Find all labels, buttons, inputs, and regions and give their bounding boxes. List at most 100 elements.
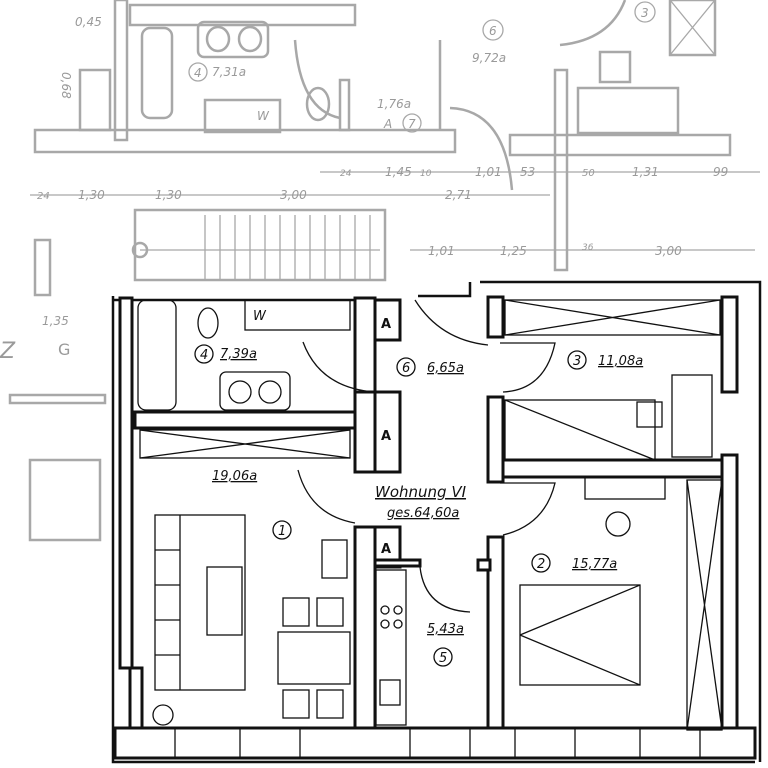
cabinet-icon: [321, 539, 348, 579]
wall: [128, 666, 144, 730]
bed-icon: [576, 86, 680, 135]
svg-text:1,30: 1,30: [155, 188, 182, 202]
svg-text:36: 36: [582, 243, 594, 253]
room-number-circle: [396, 357, 416, 377]
apartment-labels: A A A W 4 7,39a 6 6,65a 3 11,08a 19,06a …: [194, 309, 643, 667]
basin-icon: [205, 25, 231, 53]
svg-text:1,31: 1,31: [632, 165, 659, 179]
stair-treads: [204, 215, 371, 280]
coffee-table-icon: [206, 566, 243, 636]
wardrobe-cross: [139, 429, 351, 459]
stove-icon: [380, 605, 403, 629]
dimensions-row1: 24 1,45 10 1,01 53 50 1,31 99: [340, 165, 728, 179]
washer-label: W: [257, 109, 270, 123]
chair-icon: [636, 401, 663, 428]
room-number: 2: [537, 557, 545, 572]
apartment-doors: [297, 299, 556, 613]
exterior-wall: [113, 726, 757, 760]
upper-floor-labels: 4 7,31a 6 9,72a 1,76a A 7 3 W 24 1,45 10…: [0, 1, 728, 364]
wall: [501, 458, 727, 479]
room-area: 7,39a: [220, 347, 257, 362]
washer-label: W: [253, 309, 267, 324]
svg-text:3,00: 3,00: [280, 188, 307, 202]
room-number-circle: [433, 647, 453, 667]
bathtub-icon: [140, 26, 174, 120]
desk-icon: [671, 374, 713, 458]
door-swing: [414, 299, 489, 346]
upper-wall: [128, 3, 357, 27]
wall: [133, 410, 382, 430]
svg-text:50: 50: [582, 168, 595, 179]
chair-icon: [282, 689, 310, 719]
chair-icon: [316, 597, 344, 627]
wall: [353, 390, 377, 474]
svg-text:1,30: 1,30: [78, 188, 105, 202]
side-wall: [8, 393, 107, 405]
dimension-label: 0,68: [59, 72, 73, 99]
room-area: 11,08a: [598, 354, 643, 369]
sofa-cushions: [155, 515, 181, 690]
upper-wall: [508, 133, 732, 157]
room-number-circle: [567, 350, 587, 370]
upper-floor-plan: [8, 0, 760, 542]
room-number-circle: [634, 1, 656, 23]
room-number: 5: [439, 651, 447, 666]
svg-text:99: 99: [713, 165, 728, 179]
washer-counter: [244, 299, 351, 331]
room-area: 19,06a: [212, 469, 257, 484]
room-number-circle: [194, 344, 214, 364]
door-swing: [419, 566, 471, 613]
basin-icon: [258, 380, 282, 404]
sink-icon: [196, 20, 270, 59]
door-swing: [293, 39, 341, 120]
room-number: 3: [573, 354, 581, 369]
room-number: 6: [402, 361, 410, 376]
sofa-icon: [154, 514, 246, 691]
bed-diagonal: [519, 584, 641, 686]
svg-text:2,71: 2,71: [445, 188, 472, 202]
room-number-circle: [482, 19, 504, 41]
stool-icon: [605, 511, 631, 537]
dimensions-row2: 24 1,30 1,30 3,00 2,71: [37, 188, 472, 202]
closet-label: A: [381, 317, 391, 332]
room-number: 4: [200, 348, 208, 363]
room-area: 1,76a: [377, 97, 411, 111]
side-furniture: [28, 458, 102, 542]
upper-wall: [33, 128, 457, 154]
door-swing: [302, 341, 376, 393]
wardrobe-cross: [669, 0, 716, 56]
door-swing: [559, 0, 627, 47]
svg-text:24: 24: [340, 169, 352, 179]
furniture: [137, 299, 723, 731]
svg-text:1,25: 1,25: [500, 244, 527, 258]
dining-table-icon: [277, 631, 351, 685]
dimensions-row3: 1,01 1,25 36 3,00: [428, 243, 682, 258]
wardrobe-icon: [139, 429, 351, 459]
toilet-icon: [197, 307, 219, 339]
wardrobe-icon: [686, 479, 723, 731]
room-number: 7: [408, 117, 416, 131]
svg-text:10: 10: [420, 169, 432, 179]
staircase: [133, 208, 387, 282]
room-number-circle: [188, 62, 208, 82]
toilet-icon: [305, 86, 331, 122]
bathtub-icon: [137, 299, 177, 411]
sink-icon: [379, 679, 401, 706]
svg-text:53: 53: [520, 165, 535, 179]
wall: [373, 390, 402, 474]
upper-wall: [113, 0, 129, 142]
wardrobe-cross: [504, 299, 721, 336]
room-area: 6,65a: [427, 361, 464, 376]
washer-icon: [203, 98, 282, 134]
svg-text:1,01: 1,01: [428, 244, 455, 258]
wall: [486, 395, 505, 484]
door-swing: [449, 106, 514, 191]
chair-icon: [316, 689, 344, 719]
room-number: 3: [641, 6, 649, 20]
apartment-total-area: ges.64,60a: [387, 506, 459, 521]
bed-diagonal: [504, 399, 656, 461]
room-number: 4: [194, 66, 202, 80]
wardrobe-cross: [686, 479, 723, 731]
closet-label: A: [381, 542, 391, 557]
